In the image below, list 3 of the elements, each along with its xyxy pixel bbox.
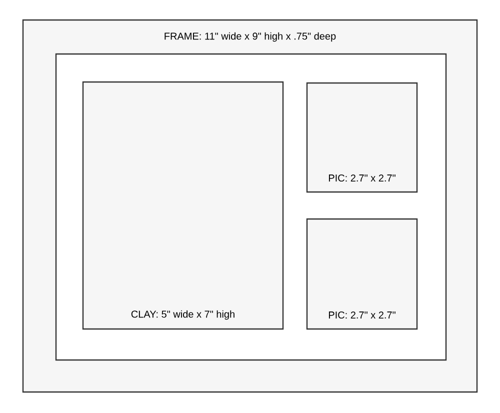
clay-opening: CLAY: 5" wide x 7" high bbox=[82, 81, 284, 330]
picture-opening: PIC: 2.7" x 2.7" bbox=[306, 82, 418, 193]
picture-opening: PIC: 2.7" x 2.7" bbox=[306, 218, 418, 330]
